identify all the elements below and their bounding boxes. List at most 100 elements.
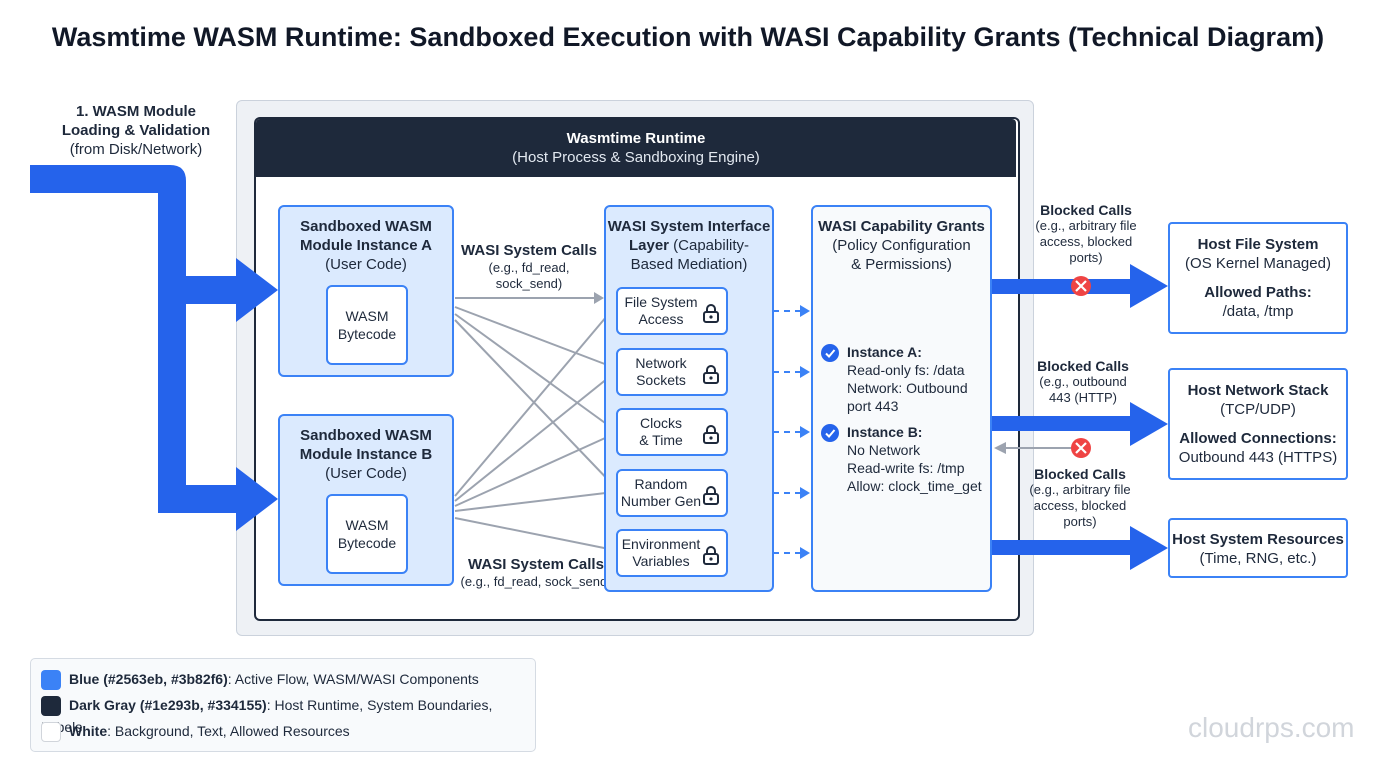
instance-b-title: Sandboxed WASM Module Instance B (User C… [280,426,452,483]
legend-item-blue: Blue (#2563eb, #3b82f6): Active Flow, WA… [41,668,479,691]
blocked-line: (e.g., outbound [1039,374,1127,389]
grant-b-line: Read-write fs: /tmp [847,460,965,476]
lock-icon [703,486,719,505]
loading-line-3: (from Disk/Network) [69,141,203,158]
wasi-calls-top-line-2: sock_send) [495,276,563,291]
capability-clocks-time: Clocks& Time [616,408,728,456]
watermark: cloudrps.com [1188,712,1355,743]
blocked-return-arrow [994,442,1072,454]
legend-item-dark: Dark Gray (#1e293b, #334155): Host Runti… [41,694,535,735]
host-fs-allowed-label: Allowed Paths: [1204,284,1312,301]
wasi-calls-top-label: WASI System Calls (e.g., fd_read, sock_s… [456,242,602,292]
blocked-calls-label-3: Blocked Calls (e.g., arbitrary file acce… [1010,466,1150,530]
grants-title: WASI Capability Grants [818,218,985,235]
cap-label-2: Access [638,311,684,327]
grant-a-title: Instance A: [847,344,922,360]
check-circle-icon [821,344,839,362]
wasi-calls-bottom-label: WASI System Calls (e.g., fd_read, sock_s… [452,556,620,590]
instance-a-title: Sandboxed WASM Module Instance A (User C… [280,217,452,274]
lock-icon [703,546,719,565]
wasi-layer-title: WASI System Interface Layer (Capability-… [606,217,772,274]
wasi-layer-title-1: WASI System Interface [607,218,771,235]
blocked-line: ports) [1063,514,1097,529]
wasi-calls-top-title: WASI System Calls [461,242,597,259]
x-circle-icon [1071,438,1091,458]
grant-b-line: Allow: clock_time_get [847,478,982,494]
host-file-system-box: Host File System (OS Kernel Managed) All… [1168,222,1348,334]
legend: Blue (#2563eb, #3b82f6): Active Flow, WA… [30,658,536,752]
cap-label-1: Random [634,476,688,492]
loading-flow-arrow [30,165,278,531]
wasi-layer-title-2-rest: (Capability- [669,237,750,254]
instance-a-bytecode: WASM Bytecode [326,285,408,365]
host-net-title: Host Network Stack [1187,382,1329,399]
instance-b-title-2: Module Instance B [299,446,433,463]
loading-line-1: 1. WASM Module [76,103,196,120]
instance-b-title-1: Sandboxed WASM [300,427,432,444]
lock-icon [703,304,719,323]
grant-b-line: No Network [847,442,921,458]
runtime-title: Wasmtime Runtime [566,130,706,147]
x-circle-icon [1071,276,1091,296]
blocked-line: ports) [1069,250,1103,265]
host-sys-title: Host System Resources [1172,531,1344,548]
grants-header: WASI Capability Grants (Policy Configura… [813,217,990,274]
instance-a-title-1: Sandboxed WASM [300,218,432,235]
instance-a-subtitle: (User Code) [325,256,407,273]
host-net-allowed-value: Outbound 443 (HTTPS) [1178,449,1338,466]
blocked-title: Blocked Calls [1037,358,1129,374]
wasi-interface-layer: WASI System Interface Layer (Capability-… [604,205,774,592]
cap-label-1: File System [624,294,698,310]
capability-dashed-arrowheads [800,305,810,559]
blocked-line: (e.g., arbitrary file [1029,482,1131,497]
blocked-calls-label-2: Blocked Calls (e.g., outbound 443 (HTTP) [1016,358,1150,406]
blocked-title: Blocked Calls [1040,202,1132,218]
wasi-layer-title-2-bold: Layer [628,237,669,254]
bytecode-label-2: Bytecode [337,535,397,551]
grant-instance-b: Instance B: No Network Read-write fs: /t… [821,423,993,495]
runtime-subtitle: (Host Process & Sandboxing Engine) [512,149,760,166]
legend-swatch-white [41,722,61,743]
legend-swatch-blue [41,670,61,691]
host-fs-title: Host File System [1197,236,1319,253]
host-fs-allowed-value: /data, /tmp [1222,303,1294,320]
legend-key: White [69,723,108,739]
host-system-resources-box: Host System Resources (Time, RNG, etc.) [1168,518,1348,578]
blocked-calls-label-1: Blocked Calls (e.g., arbitrary file acce… [1016,202,1156,266]
instance-a-box: Sandboxed WASM Module Instance A (User C… [278,205,454,377]
cap-label-1: Environment [621,536,701,552]
wasi-layer-title-3: Based Mediation) [630,256,748,273]
blocked-line: access, blocked [1039,234,1133,249]
host-net-subtitle: (TCP/UDP) [1220,401,1296,418]
legend-swatch-dark [41,696,61,717]
instance-a-title-2: Module Instance A [300,237,432,254]
check-circle-icon [821,424,839,442]
runtime-header: Wasmtime Runtime (Host Process & Sandbox… [256,119,1016,177]
cap-label-2: Sockets [636,372,686,388]
blocked-line: access, blocked [1033,498,1127,513]
bytecode-label-2: Bytecode [337,326,397,342]
instance-b-box: Sandboxed WASM Module Instance B (User C… [278,414,454,586]
grant-b-title: Instance B: [847,424,923,440]
grant-a-line: Network: Outbound [847,380,968,396]
host-network-stack-box: Host Network Stack (TCP/UDP) Allowed Con… [1168,368,1348,480]
legend-key: Dark Gray (#1e293b, #334155) [69,697,267,713]
lock-icon [703,425,719,444]
bytecode-label-1: WASM [345,308,389,324]
legend-desc: : Background, Text, Allowed Resources [107,723,350,739]
loading-line-2: Loading & Validation [61,122,211,139]
host-net-allowed-label: Allowed Connections: [1179,430,1337,447]
diagram-title: Wasmtime WASM Runtime: Sandboxed Executi… [51,22,1325,52]
cap-label-1: Clocks [639,415,682,431]
grants-subtitle-1: (Policy Configuration [832,237,971,254]
blocked-title: Blocked Calls [1034,466,1126,482]
cap-label-2: Variables [632,553,690,569]
cap-label-2: Number Gen [620,493,702,509]
cap-label-1: Network [635,355,687,371]
wasi-calls-bottom-line-1: (e.g., fd_read, sock_send) [460,574,612,589]
grants-subtitle-2: & Permissions) [851,256,952,273]
